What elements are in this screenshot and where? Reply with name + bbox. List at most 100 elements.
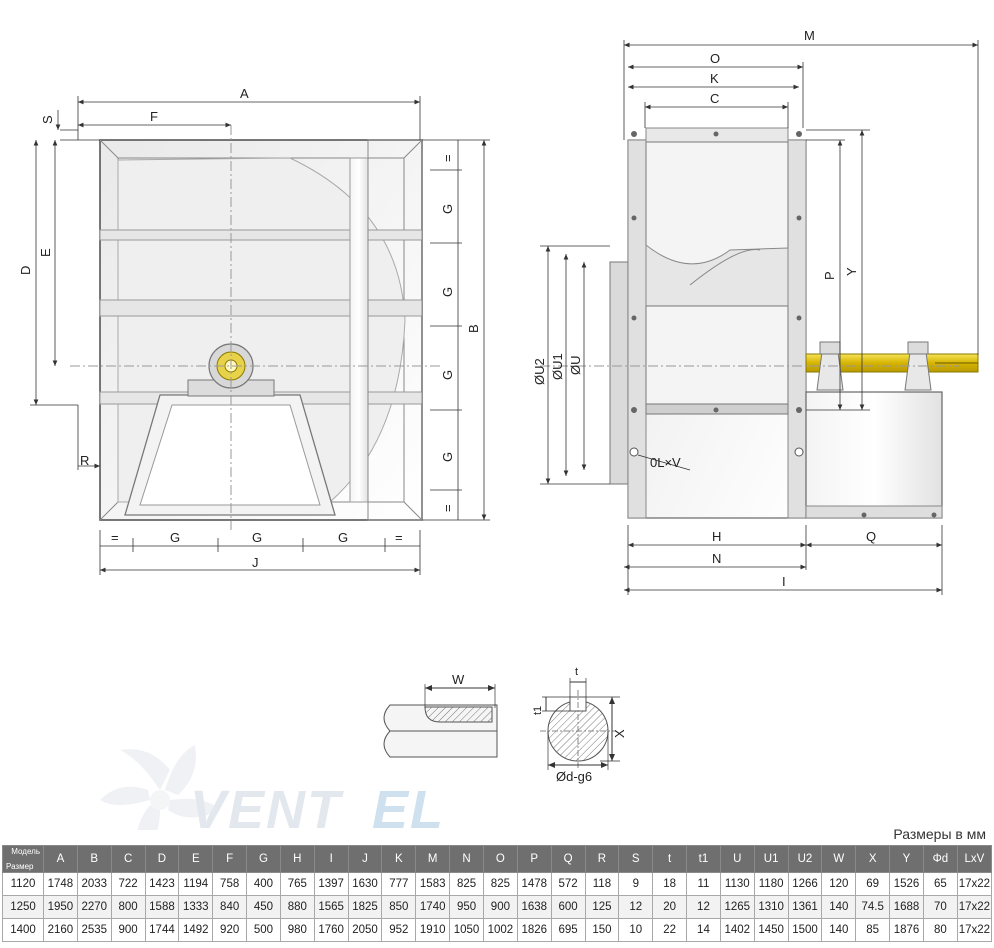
column-header: t	[652, 845, 688, 873]
dim-B: B	[466, 324, 481, 333]
dim-G-3: G	[440, 370, 455, 380]
dim-G-4: G	[440, 452, 455, 462]
value-cell: 22	[652, 918, 688, 942]
dim-J: J	[252, 555, 259, 570]
column-header: G	[246, 845, 281, 873]
dim-C: C	[710, 91, 719, 106]
value-cell: 1760	[313, 918, 349, 942]
value-cell: 880	[279, 895, 315, 919]
value-cell: 1050	[449, 918, 484, 942]
dim-E: E	[38, 248, 53, 257]
front-dimensions	[30, 96, 490, 575]
dim-P: P	[822, 271, 837, 280]
value-cell: 825	[482, 872, 518, 896]
value-cell: 1450	[753, 918, 789, 942]
value-cell: 900	[482, 895, 518, 919]
value-cell: 1002	[482, 918, 518, 942]
value-cell: 1588	[144, 895, 180, 919]
value-cell: 74.5	[855, 895, 891, 919]
value-cell: 69	[855, 872, 891, 896]
value-cell: 118	[584, 872, 620, 896]
column-header: O	[482, 845, 518, 873]
value-cell: 1397	[313, 872, 349, 896]
value-cell: 825	[449, 872, 484, 896]
value-cell: 1265	[719, 895, 755, 919]
value-cell: 1825	[347, 895, 383, 919]
side-dimension-labels: M O K C P Y ØU2 ØU1 ØU 0L×V H N Q I	[532, 28, 876, 589]
value-cell: 1950	[43, 895, 78, 919]
column-header: Y	[889, 845, 924, 873]
dim-H: H	[712, 529, 721, 544]
value-cell: 600	[550, 895, 586, 919]
side-view	[540, 127, 979, 519]
value-cell: 140	[821, 895, 857, 919]
value-cell: 80	[922, 918, 958, 942]
value-cell: 2160	[43, 918, 78, 942]
value-cell: 1180	[753, 872, 789, 896]
dim-G-1: G	[440, 204, 455, 214]
value-cell: 400	[246, 872, 281, 896]
column-header: B	[76, 845, 112, 873]
value-cell: 1402	[719, 918, 755, 942]
value-cell: 1630	[347, 872, 383, 896]
dim-G-2: G	[440, 287, 455, 297]
value-cell: 1526	[889, 872, 924, 896]
size-cell: 1400	[2, 918, 44, 942]
dim-eq-top: =	[440, 154, 455, 162]
value-cell: 150	[584, 918, 620, 942]
size-cell: 1120	[2, 872, 44, 896]
value-cell: 722	[110, 872, 146, 896]
value-cell: 765	[279, 872, 315, 896]
column-header: LxV	[956, 845, 993, 873]
value-cell: 125	[584, 895, 620, 919]
value-cell: 1876	[889, 918, 924, 942]
value-cell: 695	[550, 918, 586, 942]
value-cell: 500	[246, 918, 281, 942]
value-cell: 2535	[76, 918, 112, 942]
value-cell: 1826	[516, 918, 552, 942]
column-header: P	[516, 845, 552, 873]
value-cell: 777	[381, 872, 417, 896]
dim-F: F	[150, 109, 158, 124]
value-cell: 1423	[144, 872, 180, 896]
value-cell: 2270	[76, 895, 112, 919]
column-header: U1	[753, 845, 789, 873]
dim-Y: Y	[844, 267, 859, 276]
value-cell: 10	[618, 918, 654, 942]
value-cell: 980	[279, 918, 315, 942]
value-cell: 1583	[415, 872, 451, 896]
column-header: A	[43, 845, 78, 873]
value-cell: 840	[212, 895, 248, 919]
value-cell: 950	[449, 895, 484, 919]
value-cell: 1194	[178, 872, 214, 896]
column-header: I	[313, 845, 349, 873]
dim-S: S	[40, 115, 55, 124]
column-header: J	[347, 845, 383, 873]
side-dimensions	[540, 40, 979, 595]
value-cell: 17x22	[956, 895, 993, 919]
dim-eq-right: =	[395, 530, 403, 545]
dim-X: X	[612, 729, 627, 738]
corner-model-label: Модель	[11, 847, 40, 856]
dim-O: O	[710, 51, 720, 66]
value-cell: 1910	[415, 918, 451, 942]
value-cell: 952	[381, 918, 417, 942]
dim-R: R	[80, 453, 89, 468]
value-cell: 1688	[889, 895, 924, 919]
table-corner-cell: Модель Размер	[2, 845, 44, 873]
dim-A: A	[240, 86, 249, 101]
fan-icon	[100, 745, 220, 830]
value-cell: 1565	[313, 895, 349, 919]
value-cell: 65	[922, 872, 958, 896]
value-cell: 1748	[43, 872, 78, 896]
value-cell: 1478	[516, 872, 552, 896]
ventel-logo: VENT EL	[100, 745, 443, 830]
value-cell: 1744	[144, 918, 180, 942]
value-cell: 140	[821, 918, 857, 942]
value-cell: 20	[652, 895, 688, 919]
value-cell: 920	[212, 918, 248, 942]
